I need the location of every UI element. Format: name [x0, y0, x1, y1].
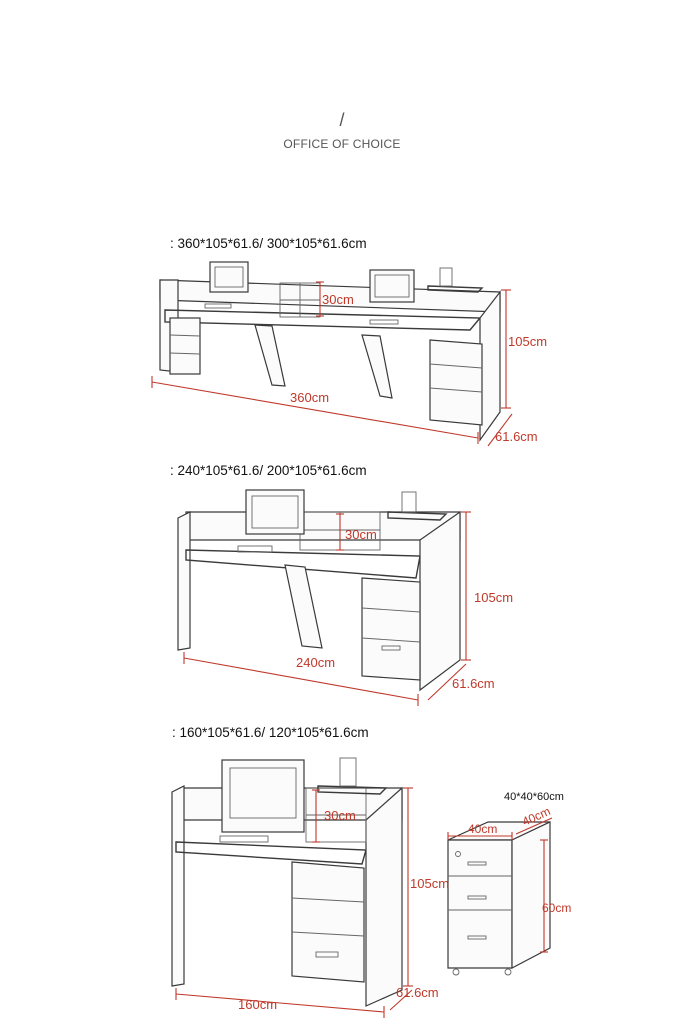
cabinet-width: 40cm: [468, 822, 498, 836]
desk-160-drawing: [171, 757, 413, 1018]
header-slash: /: [339, 110, 345, 130]
desk-360-spec: : 360*105*61.6/ 300*105*61.6cm: [170, 236, 367, 251]
desk-360-depth: 61.6cm: [495, 429, 538, 444]
desk-160-width: 160cm: [238, 997, 278, 1012]
desk-240-drawing: [177, 489, 471, 706]
desk-360-height: 105cm: [508, 334, 548, 349]
cabinet-drawing: [447, 817, 553, 976]
desk-160-shelf-height: 30cm: [324, 808, 356, 823]
desk-360-shelf-height: 30cm: [322, 292, 354, 307]
desk-240-width: 240cm: [296, 655, 336, 670]
cabinet-spec: 40*40*60cm: [504, 791, 564, 803]
cabinet-height: 60cm: [542, 901, 572, 915]
desk-160-spec: : 160*105*61.6/ 120*105*61.6cm: [172, 725, 369, 740]
desk-240-shelf-height: 30cm: [345, 527, 377, 542]
desk-360-drawing: [151, 261, 513, 447]
header-title: OFFICE OF CHOICE: [283, 137, 401, 151]
desk-240-depth: 61.6cm: [452, 676, 495, 691]
desk-240-height: 105cm: [474, 590, 514, 605]
desk-360-width: 360cm: [290, 390, 330, 405]
desk-160-depth: 61.6cm: [396, 985, 439, 1000]
desk-240-spec: : 240*105*61.6/ 200*105*61.6cm: [170, 463, 367, 478]
desk-160-height: 105cm: [410, 876, 450, 891]
